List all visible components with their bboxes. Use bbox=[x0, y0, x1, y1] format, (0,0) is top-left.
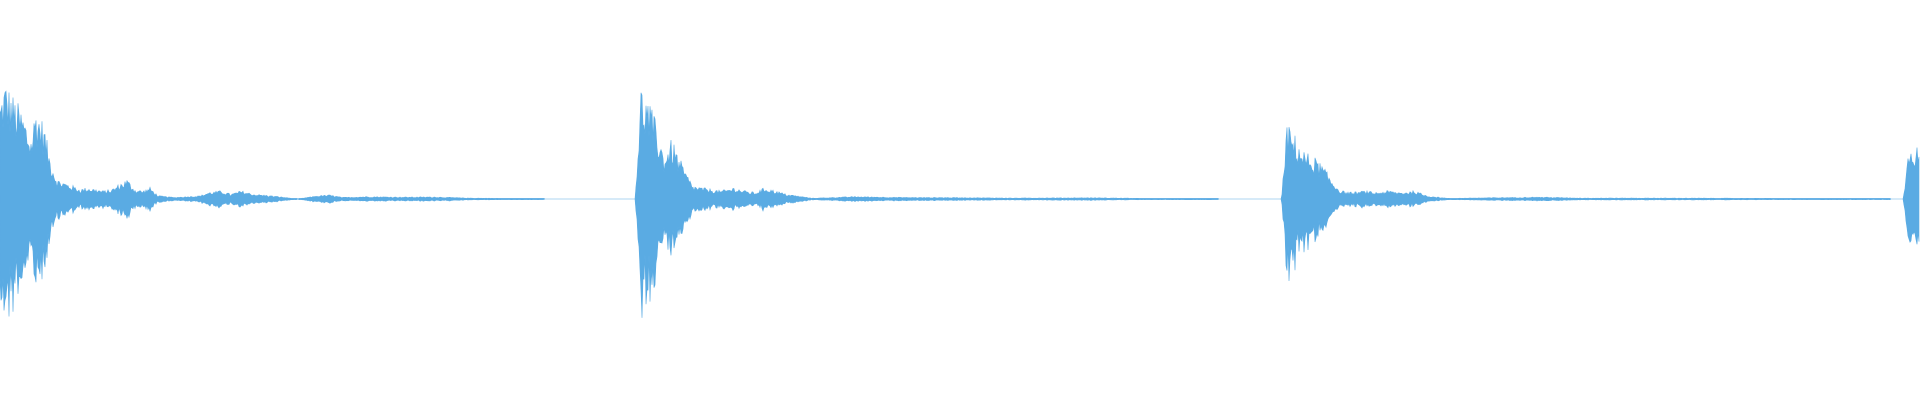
waveform-path bbox=[0, 90, 1920, 318]
